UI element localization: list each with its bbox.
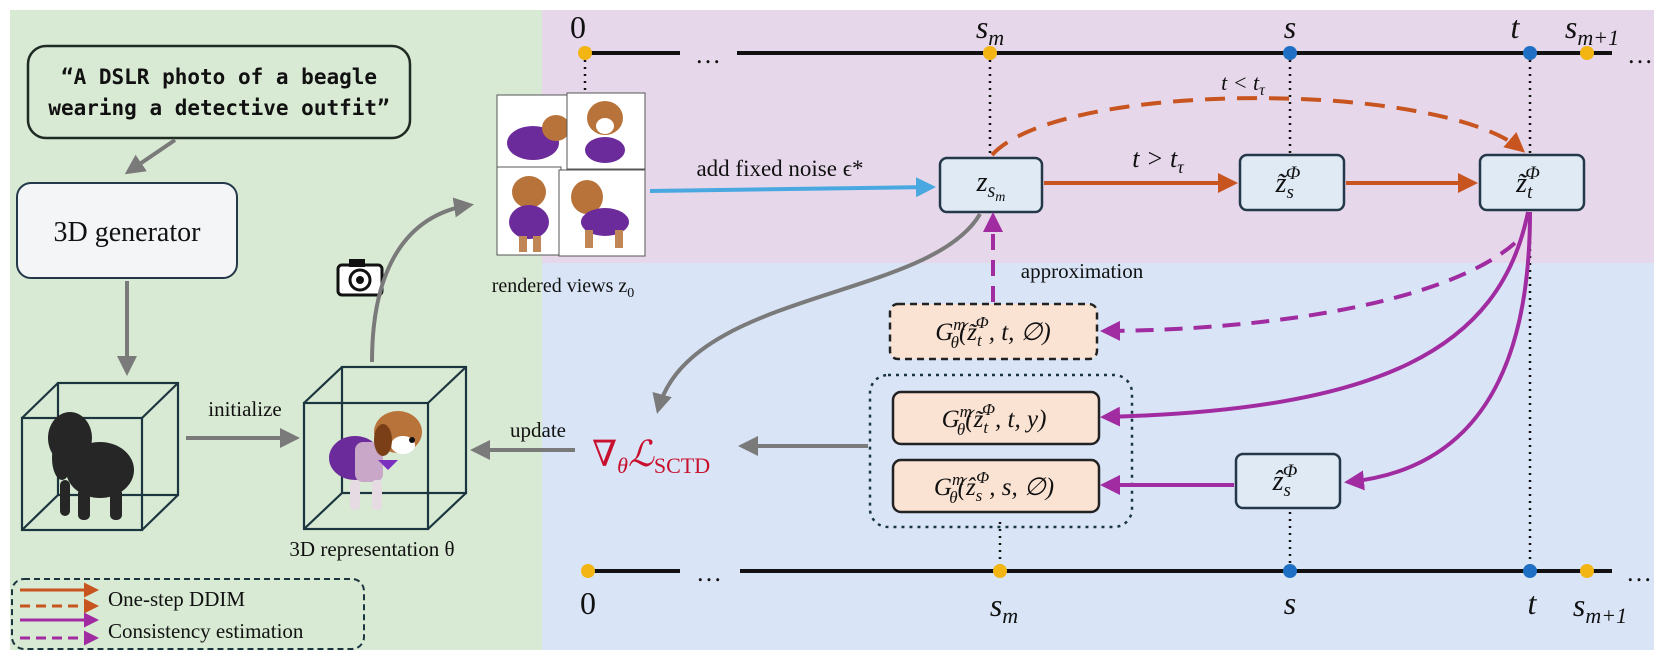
- prompt-box: [26, 44, 412, 140]
- bottom-label-s: s: [1284, 585, 1296, 621]
- top-label-0: 0: [570, 9, 586, 45]
- consistency-arrow-z-s-hat: [1344, 211, 1532, 491]
- top-label-s-m: sm: [976, 9, 1004, 50]
- legend-consistency-label: Consistency estimation: [108, 619, 304, 643]
- render-arrow: [370, 197, 474, 363]
- generator-box: [16, 182, 238, 279]
- legend-ddim-label: One-step DDIM: [108, 587, 245, 611]
- top-label-s: s: [1284, 9, 1296, 45]
- top-dot-s-m: [983, 46, 997, 60]
- camera-icon: [336, 259, 384, 297]
- loss-label: ∇θℒSCTD: [592, 434, 710, 478]
- bottom-dot-0: [581, 564, 595, 578]
- bottom-dot-s-m: [993, 564, 1007, 578]
- dark-dog-silhouette: [48, 412, 134, 520]
- initialize-label: initialize: [208, 397, 281, 421]
- top-label-t: t: [1511, 9, 1521, 45]
- g-approx-box: [888, 302, 1099, 361]
- ddim-skip-arrow: [990, 96, 1526, 157]
- g-y-box: [891, 390, 1101, 446]
- generator-label: 3D generator: [54, 217, 202, 248]
- node-z-t-tilde: [1478, 153, 1586, 212]
- prompt-line-1: “A DSLR photo of a beagle: [61, 65, 377, 89]
- approximation-label: approximation: [1021, 259, 1144, 283]
- condition-t-greater: t > tτ: [1132, 144, 1184, 177]
- noise-arrow: [649, 177, 936, 198]
- legend-box: [11, 578, 365, 650]
- condition-t-less: t < tτ: [1221, 70, 1266, 99]
- top-dot-s-m1: [1580, 46, 1594, 60]
- node-z-sm-label: zsm: [976, 167, 1006, 205]
- bottom-dot-t: [1523, 564, 1537, 578]
- top-dot-0: [578, 46, 592, 60]
- rendered-views-label: rendered views z0: [492, 275, 635, 301]
- bottom-dot-s-m1: [1580, 564, 1594, 578]
- update-label: update: [510, 418, 566, 442]
- bottom-label-s-m1: sm+1: [1573, 587, 1627, 628]
- z-sm-to-loss-arrow: [652, 212, 982, 414]
- top-label-s-m1: sm+1: [1565, 9, 1619, 50]
- representation-cube: [302, 365, 468, 531]
- top-timeline-end-ellipsis: …: [1627, 40, 1653, 69]
- noise-label: add fixed noise ϵ*: [696, 156, 863, 181]
- consistency-dashed-arrow: [1100, 241, 1517, 341]
- bottom-label-0: 0: [580, 585, 596, 621]
- node-z-t-tilde-label: z̃tΦ: [1515, 163, 1540, 203]
- consistency-arrow-g-y: [1100, 211, 1530, 427]
- node-z-s-tilde: [1238, 153, 1346, 212]
- prompt-line-2: wearing a detective outfit”: [48, 96, 389, 120]
- bottom-label-t: t: [1528, 585, 1538, 621]
- bottom-label-s-m: sm: [990, 587, 1018, 628]
- top-timeline-ellipsis: …: [695, 40, 721, 69]
- node-z-s-tilde-label: z̃sΦ: [1275, 163, 1301, 203]
- g-group-box: [868, 373, 1134, 529]
- top-dot-t: [1523, 46, 1537, 60]
- prompt-to-generator-arrow: [124, 138, 177, 175]
- beagle-image: [329, 411, 422, 510]
- node-z-s-hat-label: ẑsΦ: [1272, 461, 1298, 501]
- representation-label: 3D representation θ: [289, 537, 454, 561]
- bottom-timeline-ellipsis: …: [696, 558, 722, 587]
- top-dot-s: [1283, 46, 1297, 60]
- g-s-box: [891, 458, 1101, 514]
- bottom-dot-s: [1283, 564, 1297, 578]
- rendered-views-image: [496, 92, 646, 257]
- node-z-s-hat: [1234, 452, 1342, 510]
- bottom-timeline-end-ellipsis: …: [1626, 558, 1652, 587]
